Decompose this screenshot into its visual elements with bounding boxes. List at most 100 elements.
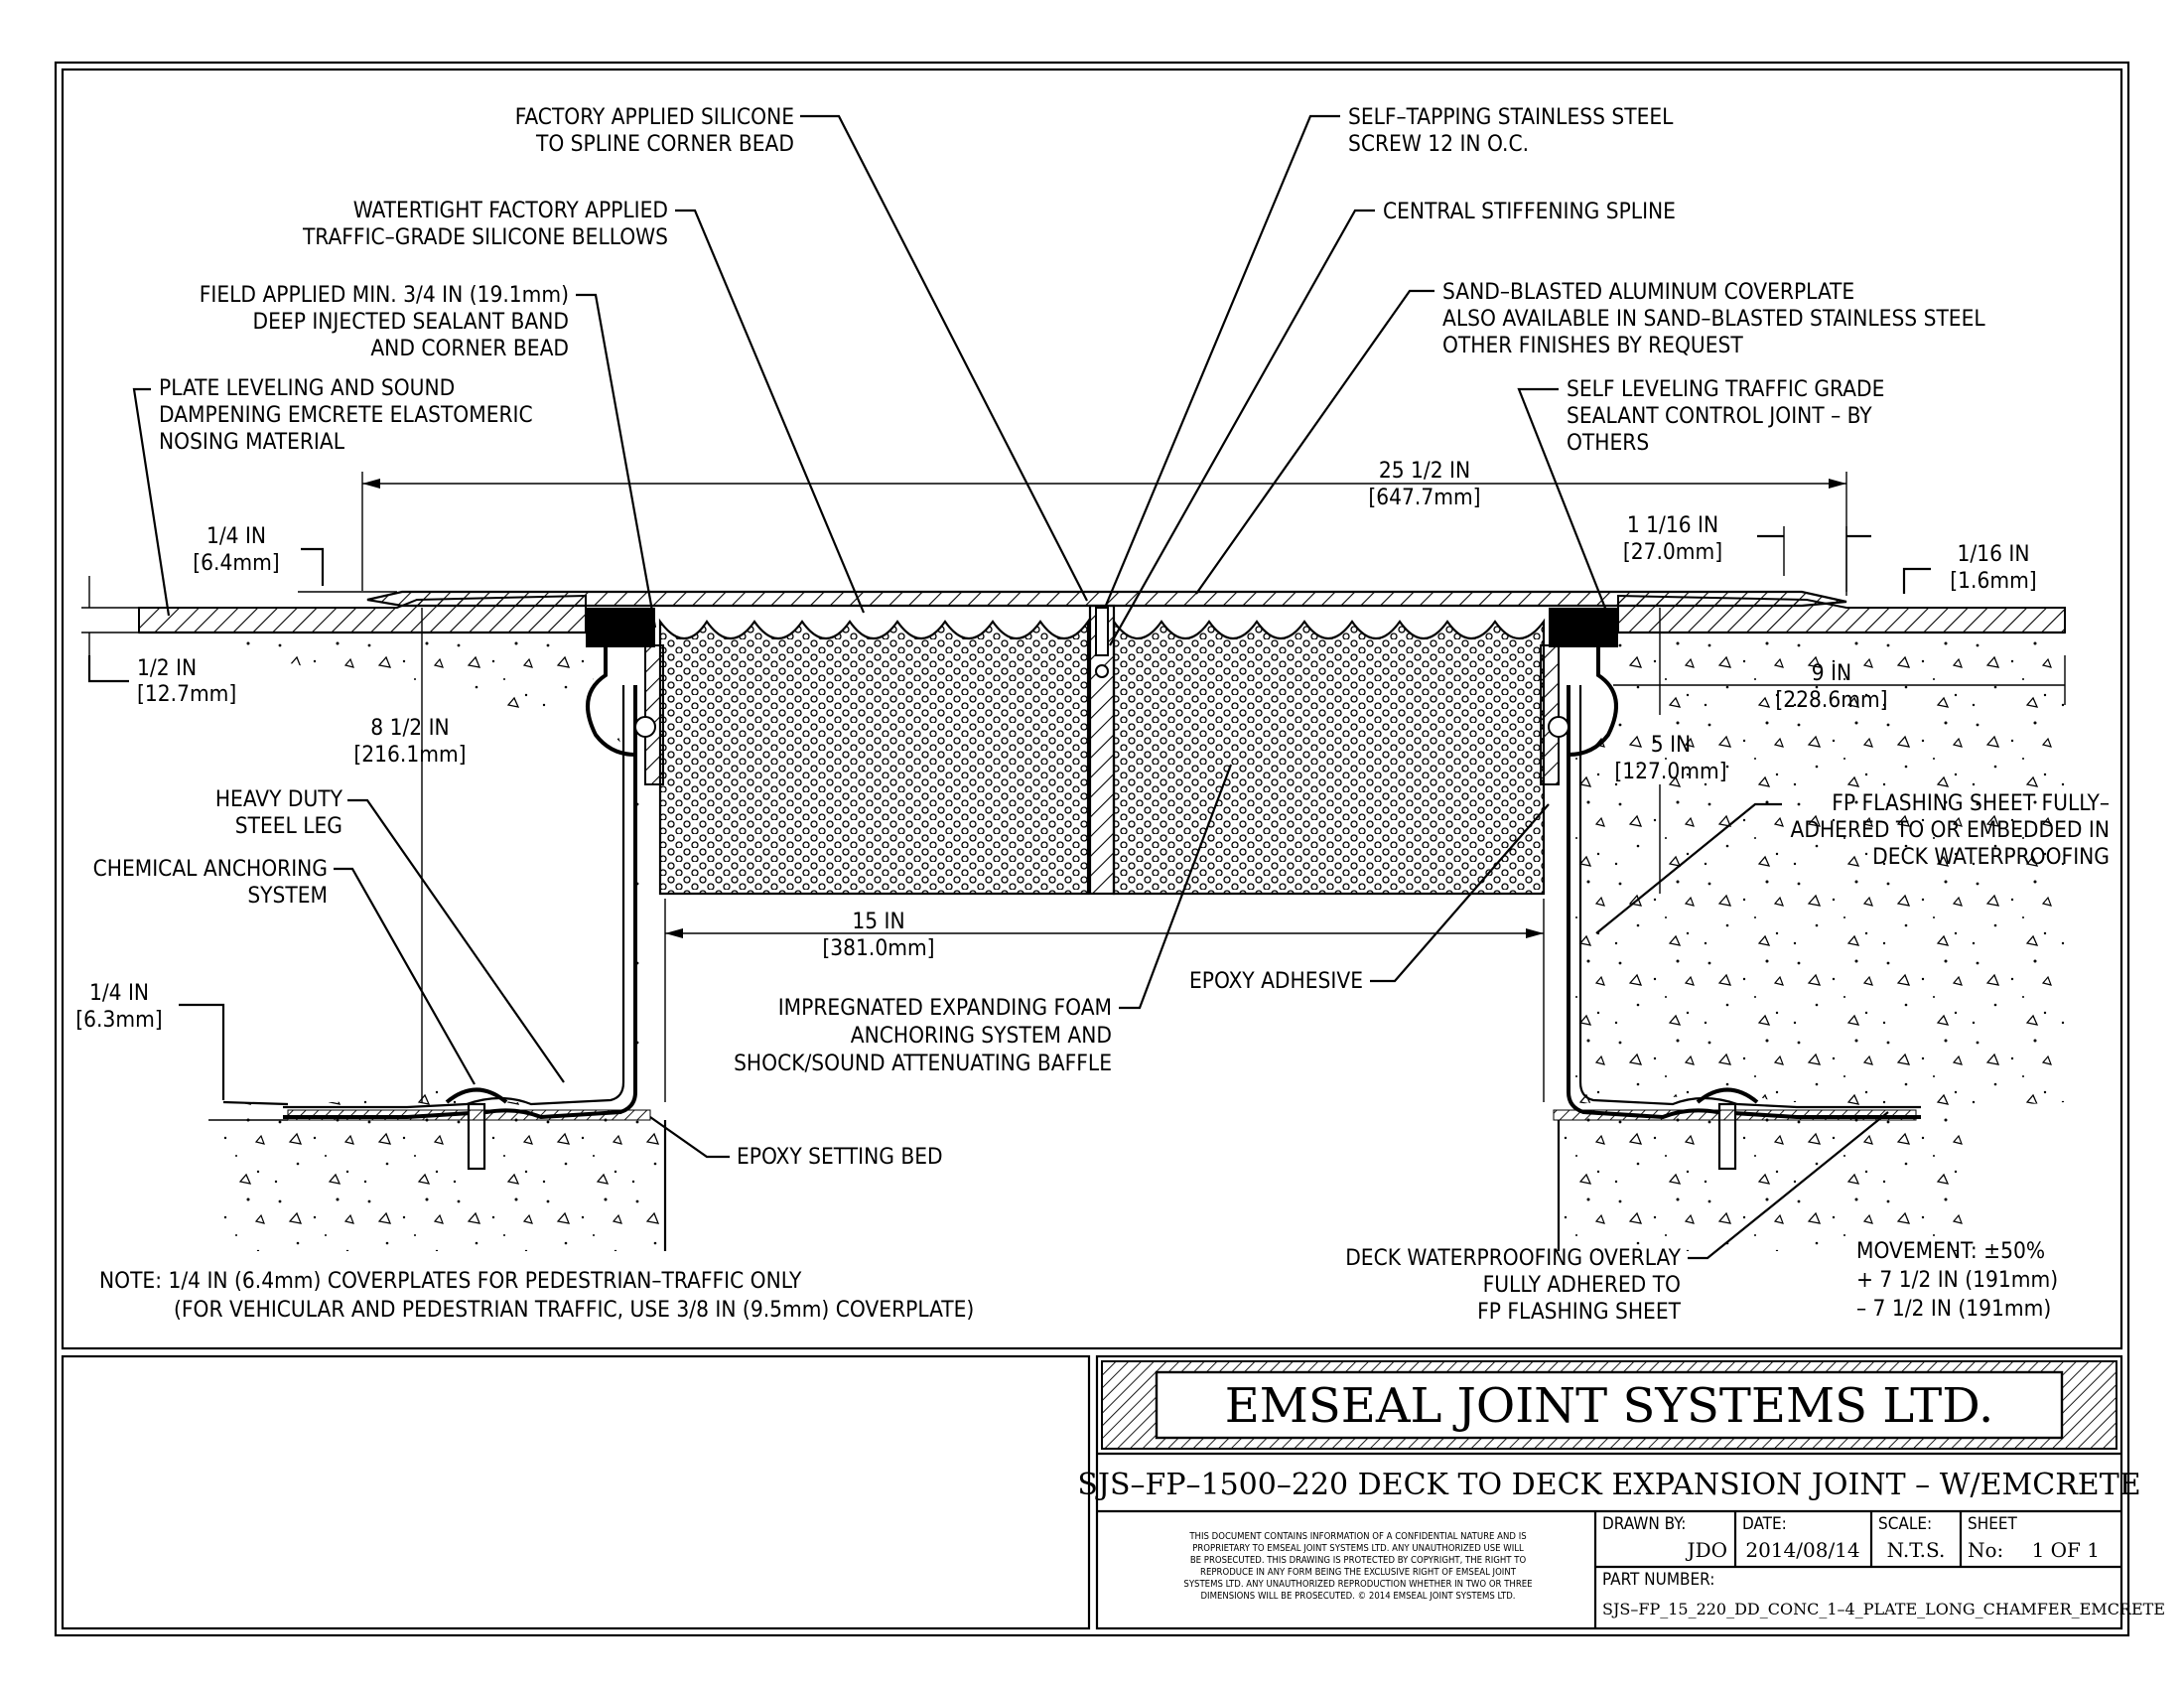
svg-text:SYSTEM: SYSTEM [247, 883, 328, 909]
general-note: NOTE: 1/4 IN (6.4mm) COVERPLATES FOR PED… [99, 1268, 974, 1323]
svg-text:FP FLASHING SHEET: FP FLASHING SHEET [1477, 1299, 1682, 1325]
callout-bellows: WATERTIGHT FACTORY APPLIED TRAFFIC–GRADE… [302, 198, 866, 614]
svg-text:5 IN: 5 IN [1651, 732, 1691, 758]
callout-spline: CENTRAL STIFFENING SPLINE [1109, 199, 1676, 646]
svg-text:8 1/2 IN: 8 1/2 IN [370, 715, 449, 741]
svg-text:DIMENSIONS WILL BE PROSECUTED.: DIMENSIONS WILL BE PROSECUTED. © 2014 EM… [1200, 1591, 1515, 1602]
epoxy-setting-bed-left [287, 1109, 651, 1121]
svg-text:DATE:: DATE: [1742, 1514, 1787, 1534]
svg-text:CENTRAL STIFFENING SPLINE: CENTRAL STIFFENING SPLINE [1383, 199, 1676, 224]
dim-overall: 25 1/2 IN [647.7mm] [361, 458, 1847, 596]
expanding-foam-right [1112, 618, 1546, 896]
svg-text:SYSTEMS LTD. ANY UNAUTHORIZED: SYSTEMS LTD. ANY UNAUTHORIZED REPRODUCTI… [1183, 1579, 1532, 1590]
movement-rating: MOVEMENT: ±50% + 7 1/2 IN (191mm) – 7 1/… [1856, 1238, 2058, 1322]
dim-nosing-width: 9 IN [228.6mm] [1613, 655, 2066, 713]
dim-nosing-depth: 1/2 IN [12.7mm] [81, 576, 236, 707]
svg-text:FP FLASHING SHEET FULLY–: FP FLASHING SHEET FULLY– [1832, 790, 2110, 816]
svg-text:IMPREGNATED EXPANDING FOAM: IMPREGNATED EXPANDING FOAM [778, 995, 1112, 1021]
svg-text:1/4 IN: 1/4 IN [89, 980, 149, 1006]
svg-text:1/16 IN: 1/16 IN [1958, 541, 2030, 567]
svg-text:[216.1mm]: [216.1mm] [353, 742, 466, 768]
callout-overlay: DECK WATERPROOFING OVERLAY FULLY ADHERED… [1345, 1111, 1889, 1325]
drawing-title: SJS–FP–1500–220 DECK TO DECK EXPANSION J… [1077, 1468, 2140, 1502]
svg-text:SELF LEVELING TRAFFIC GRADE: SELF LEVELING TRAFFIC GRADE [1567, 376, 1884, 402]
svg-text:SELF–TAPPING STAINLESS STEEL: SELF–TAPPING STAINLESS STEEL [1348, 104, 1674, 130]
svg-text:25 1/2 IN: 25 1/2 IN [1379, 458, 1470, 484]
svg-text:[6.4mm]: [6.4mm] [193, 550, 279, 576]
concrete-deck-right [1559, 633, 2065, 1251]
svg-text:[381.0mm]: [381.0mm] [822, 935, 934, 961]
svg-text:ANCHORING SYSTEM AND: ANCHORING SYSTEM AND [851, 1023, 1112, 1049]
concrete-deck-left [139, 633, 665, 1251]
date-value: 2014/08/14 [1745, 1538, 1859, 1562]
drawing-frame [61, 68, 2123, 1350]
callouts: FACTORY APPLIED SILICONE TO SPLINE CORNE… [93, 104, 2110, 1325]
spline-screw [1095, 607, 1109, 656]
svg-text:AND CORNER BEAD: AND CORNER BEAD [370, 336, 569, 361]
svg-text:FULLY ADHERED TO: FULLY ADHERED TO [1483, 1272, 1681, 1298]
callout-silicone-bead: FACTORY APPLIED SILICONE TO SPLINE CORNE… [515, 104, 1088, 602]
expanding-foam-left [658, 618, 1090, 896]
svg-text:EPOXY SETTING BED: EPOXY SETTING BED [737, 1144, 943, 1170]
svg-text:– 7 1/2 IN (191mm): – 7 1/2 IN (191mm) [1856, 1296, 2051, 1322]
dim-plate-left: 1/4 IN [6.4mm] [193, 523, 397, 593]
svg-text:PART NUMBER:: PART NUMBER: [1602, 1570, 1714, 1590]
svg-text:DECK WATERPROOFING: DECK WATERPROOFING [1872, 844, 2110, 870]
aluminum-coverplate [366, 590, 1847, 608]
dim-leg-height: 8 1/2 IN [216.1mm] [353, 608, 467, 1102]
sealant-corner-bead-left [586, 608, 655, 647]
svg-text:OTHER FINISHES BY REQUEST: OTHER FINISHES BY REQUEST [1442, 333, 1743, 358]
callout-anchoring: CHEMICAL ANCHORING SYSTEM [93, 856, 476, 1085]
svg-text:NOTE: 1/4 IN (6.4mm) COVERPLAT: NOTE: 1/4 IN (6.4mm) COVERPLATES FOR PED… [99, 1268, 802, 1294]
svg-text:SCREW 12 IN O.C.: SCREW 12 IN O.C. [1348, 131, 1529, 157]
svg-text:FACTORY APPLIED SILICONE: FACTORY APPLIED SILICONE [515, 104, 794, 130]
title-block: EMSEAL JOINT SYSTEMS LTD. SJS–FP–1500–22… [61, 1354, 2165, 1630]
svg-text:HEAVY DUTY: HEAVY DUTY [215, 786, 343, 812]
svg-text:+ 7 1/2 IN (191mm): + 7 1/2 IN (191mm) [1856, 1267, 2058, 1293]
epoxy-setting-bed-right [1553, 1109, 1917, 1121]
svg-text:DEEP INJECTED SEALANT BAND: DEEP INJECTED SEALANT BAND [253, 309, 569, 335]
svg-text:SHOCK/SOUND ATTENUATING BAFFLE: SHOCK/SOUND ATTENUATING BAFFLE [734, 1051, 1112, 1076]
callout-coverplate: SAND–BLASTED ALUMINUM COVERPLATE ALSO AV… [1195, 279, 1985, 595]
svg-text:No:: No: [1968, 1538, 2003, 1562]
dim-spline-depth: 5 IN [127.0mm] [1614, 608, 1727, 894]
scale-value: N.T.S. [1887, 1538, 1946, 1562]
svg-text:CHEMICAL ANCHORING: CHEMICAL ANCHORING [93, 856, 328, 882]
svg-text:DRAWN BY:: DRAWN BY: [1602, 1514, 1686, 1534]
callout-steel-leg: HEAVY DUTY STEEL LEG [215, 786, 565, 1083]
part-number-value: SJS–FP_15_220_DD_CONC_1–4_PLATE_LONG_CHA… [1602, 1600, 2165, 1618]
svg-text:[228.6mm]: [228.6mm] [1775, 687, 1887, 713]
svg-text:ADHERED TO OR EMBEDDED IN: ADHERED TO OR EMBEDDED IN [1791, 817, 2110, 843]
svg-text:SCALE:: SCALE: [1878, 1514, 1932, 1534]
blank-area [61, 1354, 1091, 1630]
dim-chamfer: 1 1/16 IN [27.0mm] [1623, 512, 1871, 592]
sheet-value: 1 OF 1 [2032, 1538, 2100, 1562]
dim-flange: 1/4 IN [6.3mm] [75, 980, 288, 1121]
svg-text:MOVEMENT: ±50%: MOVEMENT: ±50% [1856, 1238, 2045, 1264]
svg-text:[6.3mm]: [6.3mm] [75, 1007, 162, 1033]
callout-setting-bed: EPOXY SETTING BED [649, 1116, 943, 1170]
callout-epoxy-adhesive: EPOXY ADHESIVE [1189, 803, 1550, 994]
svg-text:PROPRIETARY TO EMSEAL JOINT SY: PROPRIETARY TO EMSEAL JOINT SYSTEMS LTD.… [1192, 1543, 1524, 1554]
dimensions: 25 1/2 IN [647.7mm] 1/4 IN [6.4mm] 1/2 I… [75, 458, 2066, 1121]
svg-text:WATERTIGHT FACTORY APPLIED: WATERTIGHT FACTORY APPLIED [353, 198, 668, 223]
svg-text:ALSO AVAILABLE IN SAND–BLASTED: ALSO AVAILABLE IN SAND–BLASTED STAINLESS… [1442, 306, 1985, 332]
disclaimer: THIS DOCUMENT CONTAINS INFORMATION OF A … [1183, 1531, 1532, 1602]
callout-foam: IMPREGNATED EXPANDING FOAM ANCHORING SYS… [734, 764, 1233, 1076]
svg-text:[12.7mm]: [12.7mm] [137, 681, 236, 707]
svg-text:REPRODUCE IN ANY FORM BEING TH: REPRODUCE IN ANY FORM BEING THE EXCLUSIV… [1200, 1567, 1517, 1578]
company-name: EMSEAL JOINT SYSTEMS LTD. [1225, 1378, 1994, 1434]
svg-text:SAND–BLASTED ALUMINUM COVERPLA: SAND–BLASTED ALUMINUM COVERPLATE [1442, 279, 1854, 305]
svg-text:1 1/16 IN: 1 1/16 IN [1627, 512, 1718, 538]
svg-text:NOSING MATERIAL: NOSING MATERIAL [159, 429, 345, 455]
dim-gap: 15 IN [381.0mm] [664, 899, 1545, 1102]
svg-text:1/2 IN: 1/2 IN [137, 655, 197, 681]
drawn-by-value: JDO [1686, 1538, 1727, 1562]
svg-text:[127.0mm]: [127.0mm] [1614, 759, 1726, 784]
cross-section [138, 590, 2066, 1251]
svg-text:[27.0mm]: [27.0mm] [1623, 539, 1722, 565]
svg-text:[1.6mm]: [1.6mm] [1950, 568, 2036, 594]
svg-text:1/4 IN: 1/4 IN [206, 523, 266, 549]
svg-text:[647.7mm]: [647.7mm] [1368, 485, 1480, 510]
